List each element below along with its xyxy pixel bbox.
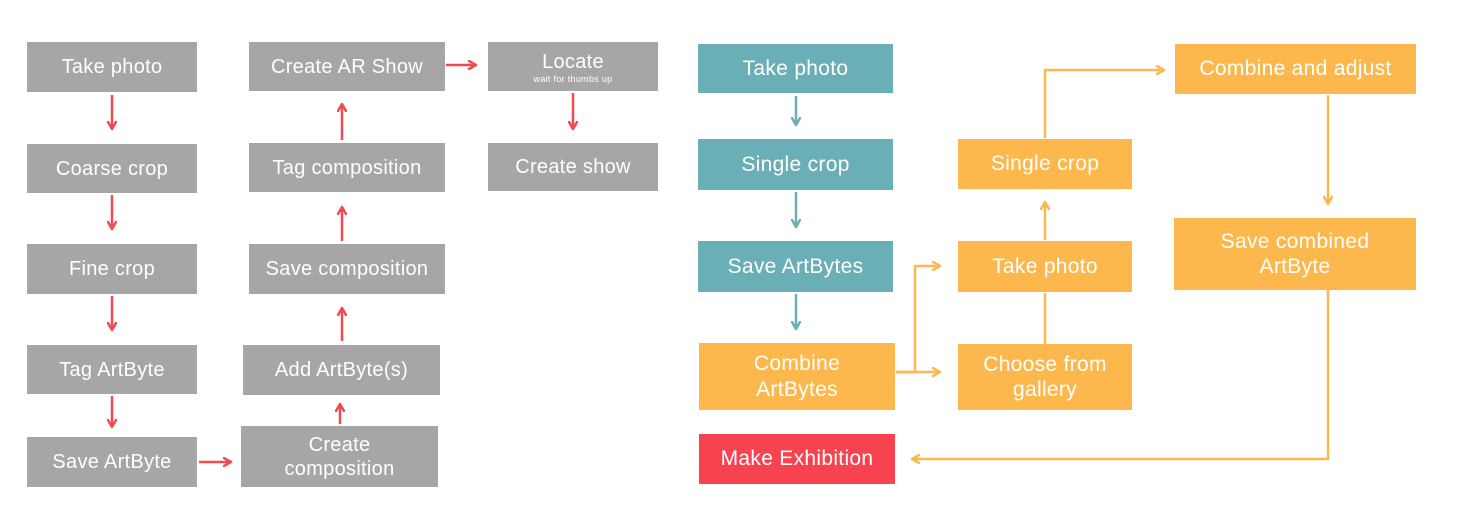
node-save-artbyte: Save ArtByte — [27, 437, 197, 487]
node-label: Coarse crop — [55, 157, 169, 180]
node-create-composition: Create composition — [241, 426, 438, 487]
node-fine-crop: Fine crop — [27, 244, 197, 294]
right-flow-orange-arrows — [896, 70, 1328, 459]
node-label: Tag composition — [272, 156, 422, 179]
node-r-combine-artbytes: Combine ArtBytes — [699, 343, 895, 410]
arrow-combine-takephoto2 — [896, 266, 940, 374]
node-add-artbytes: Add ArtByte(s) — [243, 345, 440, 395]
node-label: Locate — [542, 50, 604, 73]
node-label: Tag ArtByte — [59, 358, 165, 381]
node-label: Take photo — [992, 254, 1098, 278]
node-label: Fine crop — [68, 258, 156, 280]
node-label: Create composition — [284, 433, 395, 480]
node-r-take-photo-2: Take photo — [958, 241, 1132, 292]
node-label: Single crop — [741, 152, 850, 176]
node-label: Save ArtByte — [52, 451, 172, 473]
arrow-savecombined-exhibition — [912, 290, 1330, 459]
node-label: Save composition — [265, 258, 429, 280]
node-label: Combine ArtBytes — [753, 352, 841, 401]
node-create-ar-show: Create AR Show — [249, 42, 445, 91]
node-label: Save combined ArtByte — [1220, 229, 1370, 278]
node-label: Choose from gallery — [983, 352, 1107, 401]
node-label: Single crop — [990, 152, 1100, 176]
node-r-choose-gallery: Choose from gallery — [958, 344, 1132, 410]
node-label: Take photo — [742, 56, 849, 80]
node-create-show: Create show — [488, 143, 658, 191]
node-locate: Locate wait for thumbs up — [488, 42, 658, 91]
node-sublabel: wait for thumbs up — [533, 73, 613, 84]
node-label: Make Exhibition — [720, 447, 874, 471]
node-r-make-exhibition: Make Exhibition — [699, 434, 895, 484]
node-label: Create show — [515, 156, 631, 178]
node-coarse-crop: Coarse crop — [27, 144, 197, 193]
node-label: Add ArtByte(s) — [274, 359, 409, 381]
node-r-single-crop-2: Single crop — [958, 139, 1132, 189]
node-r-save-artbytes: Save ArtBytes — [698, 241, 893, 292]
node-tag-composition: Tag composition — [249, 143, 445, 192]
node-r-single-crop: Single crop — [698, 139, 893, 190]
left-flow-arrows — [112, 65, 573, 462]
node-r-combine-adjust: Combine and adjust — [1175, 44, 1416, 94]
node-label: Create AR Show — [270, 55, 424, 78]
node-r-take-photo: Take photo — [698, 44, 893, 93]
arrow-singlecrop2-combineadjust — [1043, 70, 1164, 138]
node-label: Take photo — [61, 56, 163, 78]
node-label: Save ArtBytes — [727, 254, 864, 278]
node-tag-artbyte: Tag ArtByte — [27, 345, 197, 394]
node-r-save-combined: Save combined ArtByte — [1174, 218, 1416, 290]
node-take-photo: Take photo — [27, 42, 197, 92]
node-save-composition: Save composition — [249, 244, 445, 294]
node-label: Combine and adjust — [1199, 57, 1392, 81]
